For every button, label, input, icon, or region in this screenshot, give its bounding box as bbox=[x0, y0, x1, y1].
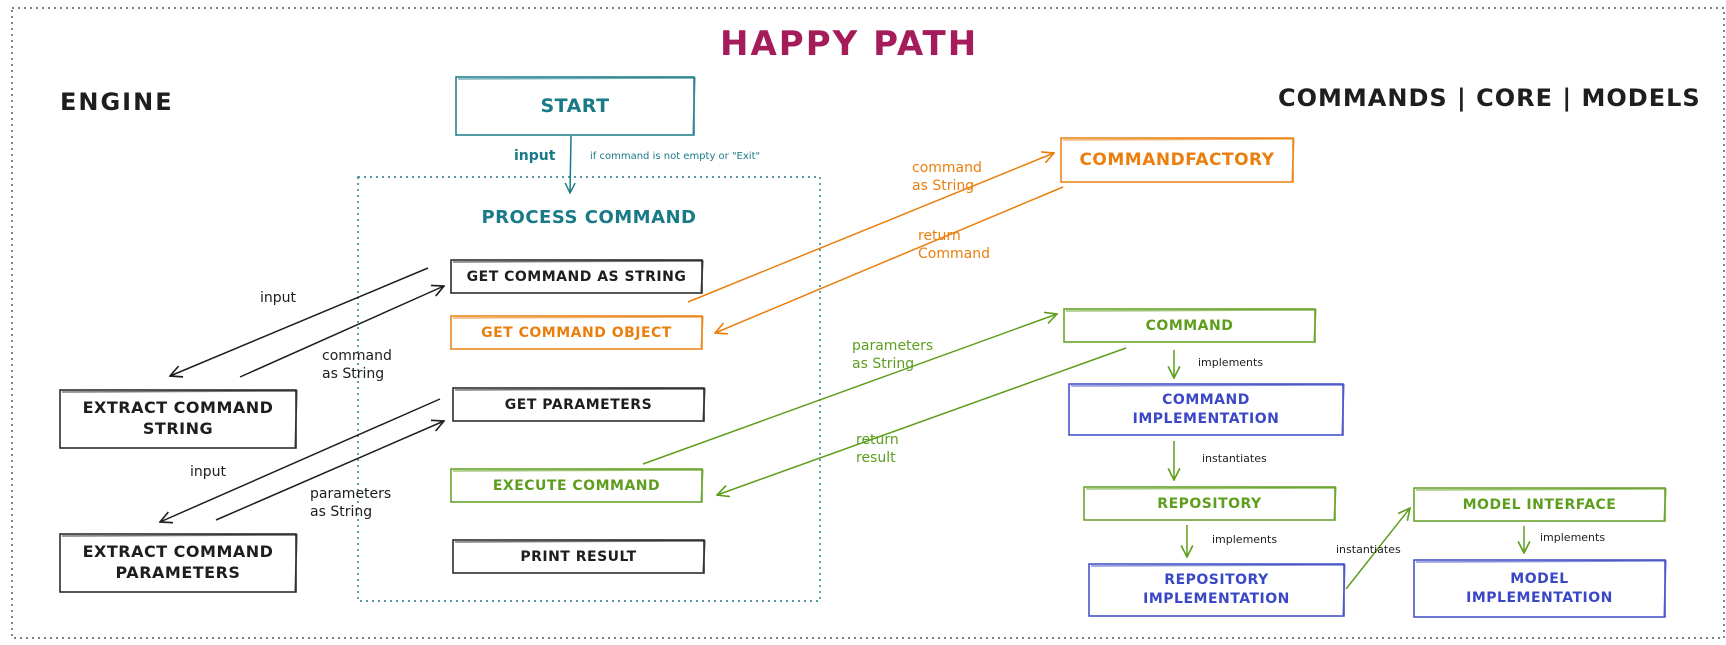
start-node: START bbox=[540, 95, 610, 117]
section-engine-title: ENGINE bbox=[60, 88, 174, 116]
edge-label-return-result: return result bbox=[856, 432, 899, 466]
extract-command-parameters-box bbox=[59, 533, 298, 593]
execute-command-box bbox=[450, 468, 704, 503]
edge-label-return-command: return Command bbox=[918, 228, 990, 262]
arrow-return-command bbox=[715, 186, 1064, 333]
repository-implementation-node: REPOSITORY IMPLEMENTATION bbox=[1143, 572, 1290, 607]
get-command-as-string-node: GET COMMAND AS STRING bbox=[466, 268, 687, 285]
repository-node: REPOSITORY bbox=[1157, 495, 1262, 512]
extract-command-string-node: EXTRACT COMMAND STRING bbox=[82, 398, 274, 438]
edge-label-start-input: input bbox=[514, 148, 556, 164]
edge-label-start-condition: if command is not empty or "Exit" bbox=[590, 151, 761, 162]
arrow-start-to-process bbox=[570, 135, 571, 193]
edge-label-input-1: input bbox=[260, 290, 297, 306]
edge-label-command-as-string-left: command as String bbox=[322, 348, 392, 382]
start-box bbox=[455, 76, 696, 136]
get-command-object-node: GET COMMAND OBJECT bbox=[481, 324, 672, 341]
repository-implementation-box bbox=[1088, 563, 1346, 617]
arrow-return-result bbox=[717, 347, 1127, 495]
get-command-object-box bbox=[450, 315, 704, 350]
print-result-box bbox=[452, 539, 706, 574]
arrow-get-string-to-extract bbox=[170, 267, 429, 376]
extract-command-parameters-node: EXTRACT COMMAND PARAMETERS bbox=[82, 542, 274, 582]
edge-label-parameters-as-string-right: parameters as String bbox=[852, 338, 934, 372]
edge-label-instantiates-1: instantiates bbox=[1202, 452, 1267, 465]
get-command-as-string-box bbox=[450, 259, 704, 294]
arrow-to-command bbox=[642, 314, 1057, 465]
get-parameters-box bbox=[452, 387, 706, 422]
command-box bbox=[1063, 308, 1317, 343]
model-implementation-box bbox=[1413, 559, 1667, 618]
arrow-get-params-to-extract bbox=[160, 398, 441, 522]
edge-label-instantiates-2: instantiates bbox=[1336, 543, 1401, 556]
arrow-repository-instantiates bbox=[1345, 508, 1410, 590]
arrow-to-command-factory bbox=[687, 153, 1054, 303]
execute-command-node: EXECUTE COMMAND bbox=[492, 477, 661, 494]
edge-label-parameters-as-string-left: parameters as String bbox=[310, 486, 392, 520]
edge-label-implements-3: implements bbox=[1540, 531, 1606, 544]
repository-box bbox=[1083, 486, 1337, 521]
command-node: COMMAND bbox=[1145, 317, 1234, 334]
command-factory-node: COMMANDFACTORY bbox=[1079, 150, 1275, 170]
get-parameters-node: GET PARAMETERS bbox=[504, 396, 653, 413]
diagram-title: HAPPY PATH bbox=[720, 24, 979, 64]
edge-label-implements-1: implements bbox=[1198, 356, 1264, 369]
model-implementation-node: MODEL IMPLEMENTATION bbox=[1466, 570, 1613, 606]
section-commands-title: COMMANDS | CORE | MODELS bbox=[1278, 84, 1701, 112]
outer-frame bbox=[11, 7, 1725, 639]
extract-command-string-box bbox=[59, 389, 298, 449]
model-interface-box bbox=[1413, 487, 1667, 522]
command-implementation-node: COMMAND IMPLEMENTATION bbox=[1132, 391, 1280, 427]
command-factory-box bbox=[1060, 137, 1295, 183]
arrow-extract-to-get-params bbox=[215, 421, 444, 521]
edge-label-implements-2: implements bbox=[1212, 533, 1278, 546]
print-result-node: PRINT RESULT bbox=[520, 548, 637, 565]
arrow-extract-to-get-string bbox=[239, 286, 444, 378]
edge-label-input-2: input bbox=[190, 464, 227, 480]
command-implementation-box bbox=[1068, 383, 1345, 436]
model-interface-node: MODEL INTERFACE bbox=[1462, 496, 1617, 513]
process-command-container bbox=[357, 176, 821, 602]
edge-label-command-as-string-factory: command as String bbox=[912, 160, 982, 194]
process-command-label: PROCESS COMMAND bbox=[481, 206, 697, 228]
